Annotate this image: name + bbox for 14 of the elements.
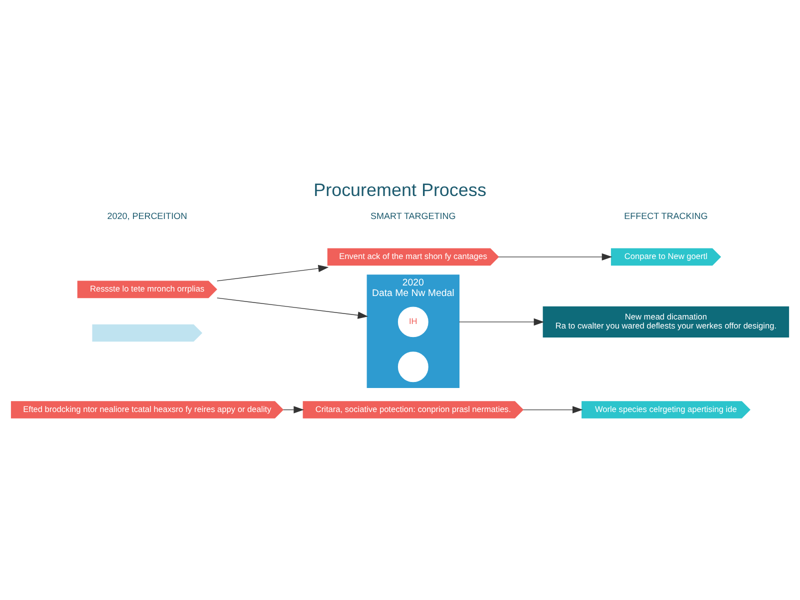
arrow: [216, 264, 329, 281]
arrow: [282, 406, 304, 413]
label: 2020, PERCEITION: [107, 210, 188, 221]
arrow: [498, 252, 612, 260]
arrow: [216, 297, 368, 318]
node-box: [92, 324, 202, 342]
node-box: New mead dicamation Ra to cwalter you wared deflests your werkes offor desiging.: [542, 306, 790, 337]
label: EFFECT TRACKING: [624, 210, 708, 221]
arrow: [522, 406, 583, 413]
arrow: [458, 318, 544, 326]
node-circle: [398, 351, 428, 382]
diagram-title: Procurement Process: [314, 179, 486, 200]
node-circle: IH: [398, 306, 428, 337]
label: SMART TARGETING: [370, 210, 456, 221]
